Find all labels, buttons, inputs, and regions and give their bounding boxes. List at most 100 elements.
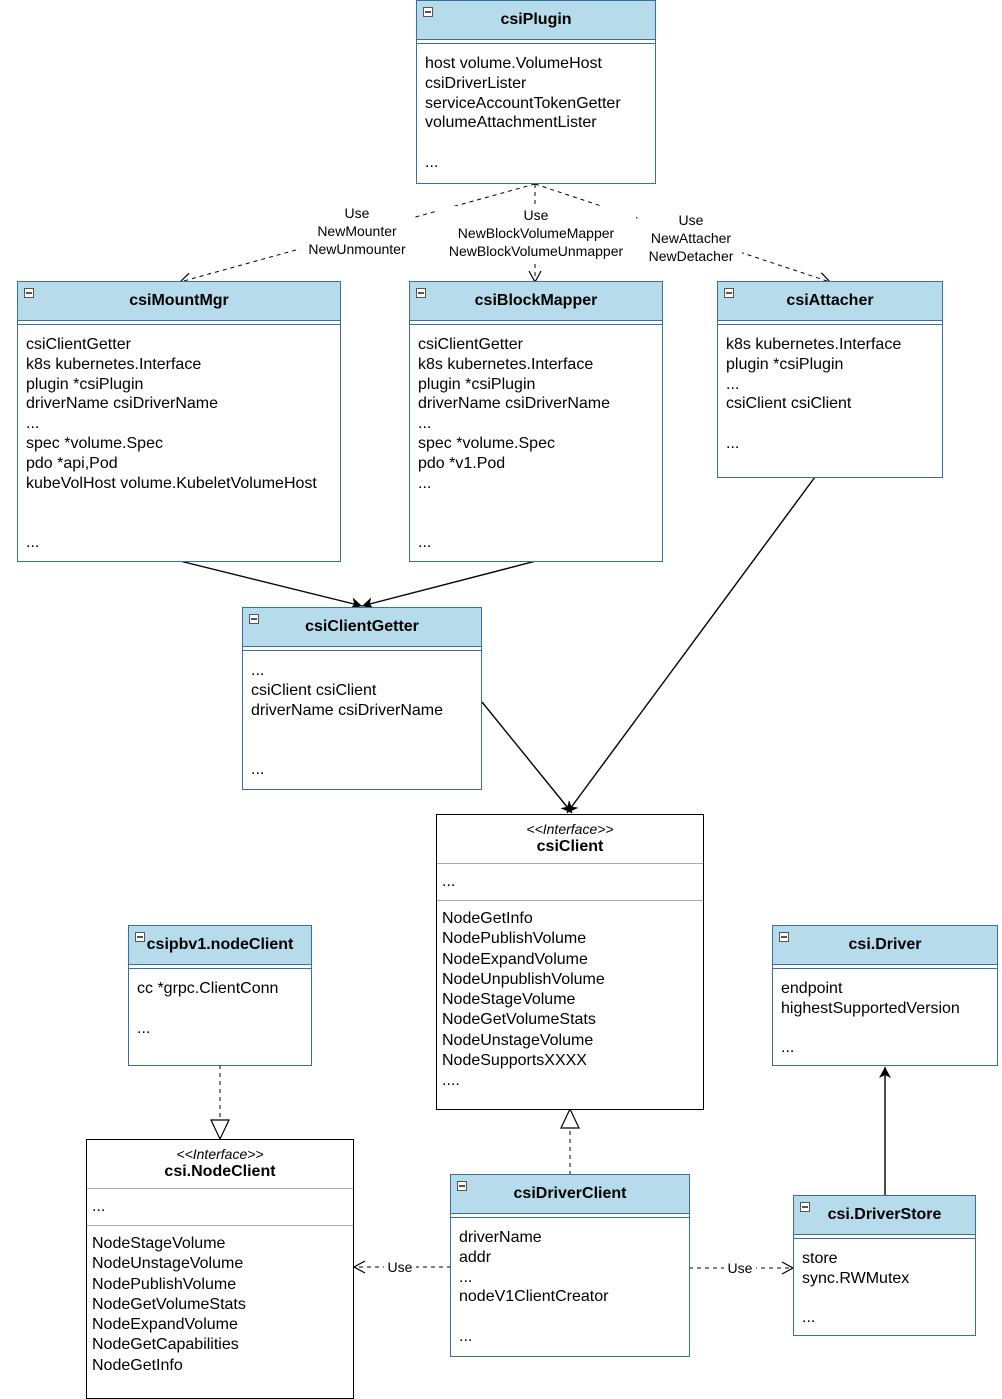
csiattacher-title: csiAttacher xyxy=(786,292,874,309)
class-field: ... xyxy=(802,1309,816,1327)
class-field: ... xyxy=(459,1268,473,1286)
csimountmgr-fields: csiClientGetter k8s kubernetes.Interface… xyxy=(18,321,340,553)
class-field: k8s kubernetes.Interface xyxy=(418,355,594,373)
csi-nodeclient-interface[interactable]: <<Interface>> csi.NodeClient ... NodeSta… xyxy=(86,1139,354,1399)
interface-operation: NodeExpandVolume xyxy=(442,950,588,968)
class-field: sync.RWMutex xyxy=(802,1269,910,1287)
class-field: cc *grpc.ClientConn xyxy=(137,980,279,997)
csidriverstore-title: csi.DriverStore xyxy=(827,1206,942,1223)
nodeclient-title: csipbv1.nodeClient xyxy=(146,936,294,953)
class-field: nodeV1ClientCreator xyxy=(459,1288,609,1306)
class-field xyxy=(802,1289,967,1309)
csiplugin-class[interactable]: csiPlugin host volume.VolumeHost csiDriv… xyxy=(416,0,656,184)
class-field: driverName xyxy=(459,1229,542,1246)
class-field: ... xyxy=(726,434,740,452)
csi-nodeclient-header: <<Interface>> csi.NodeClient xyxy=(87,1140,353,1189)
nodeclient-class[interactable]: csipbv1.nodeClient cc *grpc.ClientConn .… xyxy=(128,925,312,1066)
class-field: ... xyxy=(137,1019,151,1037)
csidriverclient-title: csiDriverClient xyxy=(513,1185,627,1202)
class-field: plugin *csiPlugin xyxy=(418,375,536,393)
csimountmgr-header: csiMountMgr xyxy=(18,282,340,325)
csiclientgetter-class[interactable]: csiClientGetter ... csiClient csiClient … xyxy=(242,607,482,790)
csi-nodeclient-stereotype: <<Interface>> xyxy=(176,1146,264,1162)
csidriver-header: csi.Driver xyxy=(773,926,997,969)
collapse-icon[interactable] xyxy=(135,932,145,942)
interface-operation: NodeUnstageVolume xyxy=(92,1255,244,1273)
csiblockmapper-title: csiBlockMapper xyxy=(474,292,598,309)
csiplugin-title: csiPlugin xyxy=(500,11,572,28)
collapse-icon[interactable] xyxy=(249,614,259,624)
class-field: spec *volume.Spec xyxy=(26,434,163,452)
collapse-icon[interactable] xyxy=(423,7,433,17)
use-mounter-label: Use NewMounter NewUnmounter xyxy=(300,204,414,258)
csimountmgr-title: csiMountMgr xyxy=(129,292,229,309)
nodeclient-fields: cc *grpc.ClientConn ... xyxy=(129,965,311,1038)
collapse-icon[interactable] xyxy=(724,288,734,298)
class-field: ... xyxy=(251,760,265,778)
class-field: ... xyxy=(418,533,432,551)
class-field xyxy=(251,720,473,740)
class-field: driverName csiDriverName xyxy=(418,395,611,413)
class-field: plugin *csiPlugin xyxy=(726,355,844,373)
use-mounter-label-line-3: NewUnmounter xyxy=(308,241,406,257)
interface-operation: .... xyxy=(442,1072,460,1090)
csi-nodeclient-attributes: ... xyxy=(87,1189,353,1226)
mountmgr-to-getter-edge xyxy=(179,560,363,610)
csiclient-operations: NodeGetInfo NodePublishVolume NodeExpand… xyxy=(437,901,703,1092)
csiattacher-fields: k8s kubernetes.Interface plugin *csiPlug… xyxy=(718,321,942,454)
class-field: store xyxy=(802,1250,838,1267)
collapse-icon[interactable] xyxy=(457,1181,467,1191)
csiclientgetter-fields: ... csiClient csiClient driverName csiDr… xyxy=(243,647,481,780)
csidriver-class[interactable]: csi.Driver endpoint highestSupportedVers… xyxy=(772,925,998,1066)
class-field: endpoint xyxy=(781,980,843,997)
class-field xyxy=(251,740,473,760)
csiclient-interface[interactable]: <<Interface>> csiClient ... NodeGetInfo … xyxy=(436,814,704,1110)
csiblockmapper-class[interactable]: csiBlockMapper csiClientGetter k8s kuber… xyxy=(409,281,663,562)
interface-operation: NodeStageVolume xyxy=(92,1235,226,1252)
use-blockmapper-label-line-3: NewBlockVolumeUnmapper xyxy=(448,243,624,259)
collapse-icon[interactable] xyxy=(24,288,34,298)
class-field: ... xyxy=(418,474,432,492)
class-field xyxy=(418,493,654,513)
use-attacher-label: Use NewAttacher NewDetacher xyxy=(640,211,742,265)
attacher-to-csiclient-edge xyxy=(566,476,816,814)
csiclient-attributes: ... xyxy=(437,864,703,901)
collapse-icon[interactable] xyxy=(416,288,426,298)
use-mounter-label-line-2: NewMounter xyxy=(317,223,397,239)
csidriver-title: csi.Driver xyxy=(848,936,922,953)
collapse-icon[interactable] xyxy=(800,1202,810,1212)
class-field: ... xyxy=(781,1039,795,1057)
csimountmgr-class[interactable]: csiMountMgr csiClientGetter k8s kubernet… xyxy=(17,281,341,562)
class-field: csiClient csiClient xyxy=(251,681,377,699)
class-field: ... xyxy=(251,662,265,679)
interface-operation: NodePublishVolume xyxy=(92,1275,237,1293)
use-blockmapper-label-line-2: NewBlockVolumeMapper xyxy=(457,225,615,241)
class-field xyxy=(781,1019,989,1039)
interface-operation: NodePublishVolume xyxy=(442,930,587,948)
interface-operation: NodeGetVolumeStats xyxy=(92,1295,246,1313)
class-field: ... xyxy=(418,415,432,433)
collapse-icon[interactable] xyxy=(779,932,789,942)
csidriverstore-fields: store sync.RWMutex ... xyxy=(794,1235,975,1328)
getter-to-csiclient-edge xyxy=(481,701,573,814)
class-field: driverName csiDriverName xyxy=(26,395,219,413)
interface-operation: NodeGetVolumeStats xyxy=(442,1011,596,1029)
csiattacher-class[interactable]: csiAttacher k8s kubernetes.Interface plu… xyxy=(717,281,943,478)
class-field xyxy=(418,513,654,533)
class-field: addr xyxy=(459,1248,492,1266)
class-field: csiClientGetter xyxy=(26,336,131,353)
csidriverclient-class[interactable]: csiDriverClient driverName addr ... node… xyxy=(450,1174,690,1357)
csiplugin-fields: host volume.VolumeHost csiDriverLister s… xyxy=(417,40,655,173)
interface-operation: NodeGetInfo xyxy=(442,910,533,927)
use-nodeclient-label: Use xyxy=(384,1258,416,1276)
interface-operation: NodeGetInfo xyxy=(92,1356,183,1374)
csidriverstore-class[interactable]: csi.DriverStore store sync.RWMutex ... xyxy=(793,1195,976,1336)
csiblockmapper-header: csiBlockMapper xyxy=(410,282,662,325)
interface-operation: NodeExpandVolume xyxy=(92,1316,238,1334)
nodeclient-header: csipbv1.nodeClient xyxy=(129,926,311,969)
csiplugin-header: csiPlugin xyxy=(417,1,655,44)
class-field xyxy=(26,493,332,513)
csiclient-title: csiClient xyxy=(536,838,604,855)
csidriver-fields: endpoint highestSupportedVersion ... xyxy=(773,965,997,1058)
class-field: kubeVolHost volume.KubeletVolumeHost xyxy=(26,474,317,492)
